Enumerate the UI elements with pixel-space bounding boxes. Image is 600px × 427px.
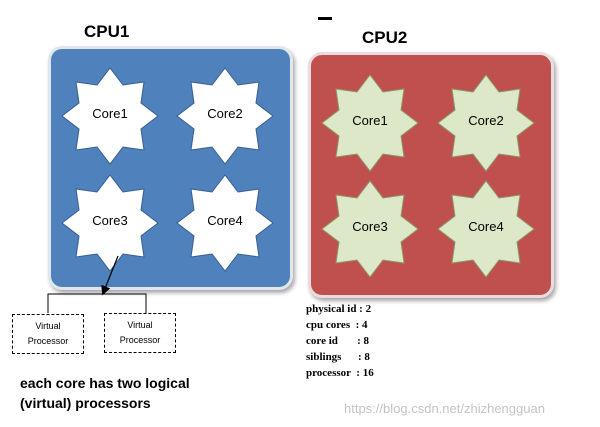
cpu2-core3: Core3 [320, 179, 420, 279]
info-cpu-cores: cpu cores : 4 [306, 319, 368, 331]
vp1-line2: Processor [27, 336, 69, 346]
dash-mark [318, 17, 332, 20]
cpu1-core3-label: Core3 [92, 213, 128, 228]
cpu1-core1-star-icon [61, 67, 159, 165]
cpu2-core4-star-icon [437, 180, 535, 278]
cpu2-core3-label: Core3 [352, 219, 388, 234]
caption-line2: (virtual) processors [20, 395, 151, 411]
cpu2-title: CPU2 [362, 28, 408, 47]
info-siblings: siblings : 8 [306, 351, 370, 363]
cpu1-core1: Core1 [60, 66, 160, 166]
cpu2-core2-label: Core2 [468, 113, 504, 128]
cpu1-core1-label: Core1 [92, 106, 128, 121]
virtual-processor-1: Virtual Processor [12, 314, 84, 354]
vp2-line1: Virtual [127, 320, 153, 330]
cpu2-core4-label: Core4 [468, 219, 504, 234]
cpu1-core4: Core4 [175, 173, 275, 273]
info-processor: processor : 16 [306, 367, 374, 379]
cpu1-core2-star-icon [176, 67, 274, 165]
cpu1-core3-star-icon [61, 174, 159, 272]
cpu2-box: Core1 Core2 Core3 Core4 [308, 52, 554, 298]
cpu1-core2-label: Core2 [207, 106, 243, 121]
cpu1-box: Core1 Core2 Core3 Core4 [48, 46, 293, 290]
cpu1-core4-label: Core4 [207, 213, 243, 228]
cpu2-core1-label: Core1 [352, 113, 388, 128]
cpu2-core4: Core4 [436, 179, 536, 279]
cpu1-core3: Core3 [60, 173, 160, 273]
cpu1-core4-star-icon [176, 174, 274, 272]
info-core-id: core id : 8 [306, 335, 370, 347]
watermark: https://blog.csdn.net/zhizhengguan [344, 401, 545, 416]
cpu2-core3-star-icon [321, 180, 419, 278]
cpu2-core2-star-icon [437, 74, 535, 172]
vp2-line2: Processor [119, 335, 161, 345]
vp1-line1: Virtual [35, 321, 61, 331]
cpu2-core1: Core1 [320, 73, 420, 173]
cpu1-core2: Core2 [175, 66, 275, 166]
cpu2-core2: Core2 [436, 73, 536, 173]
caption-line1: each core has two logical [20, 375, 190, 391]
core3-arrow [101, 255, 119, 296]
vp-bracket [47, 293, 147, 313]
cpu1-title: CPU1 [84, 22, 130, 41]
virtual-processor-2: Virtual Processor [104, 313, 176, 353]
info-physical-id: physical id : 2 [306, 303, 372, 315]
cpu2-core1-star-icon [321, 74, 419, 172]
